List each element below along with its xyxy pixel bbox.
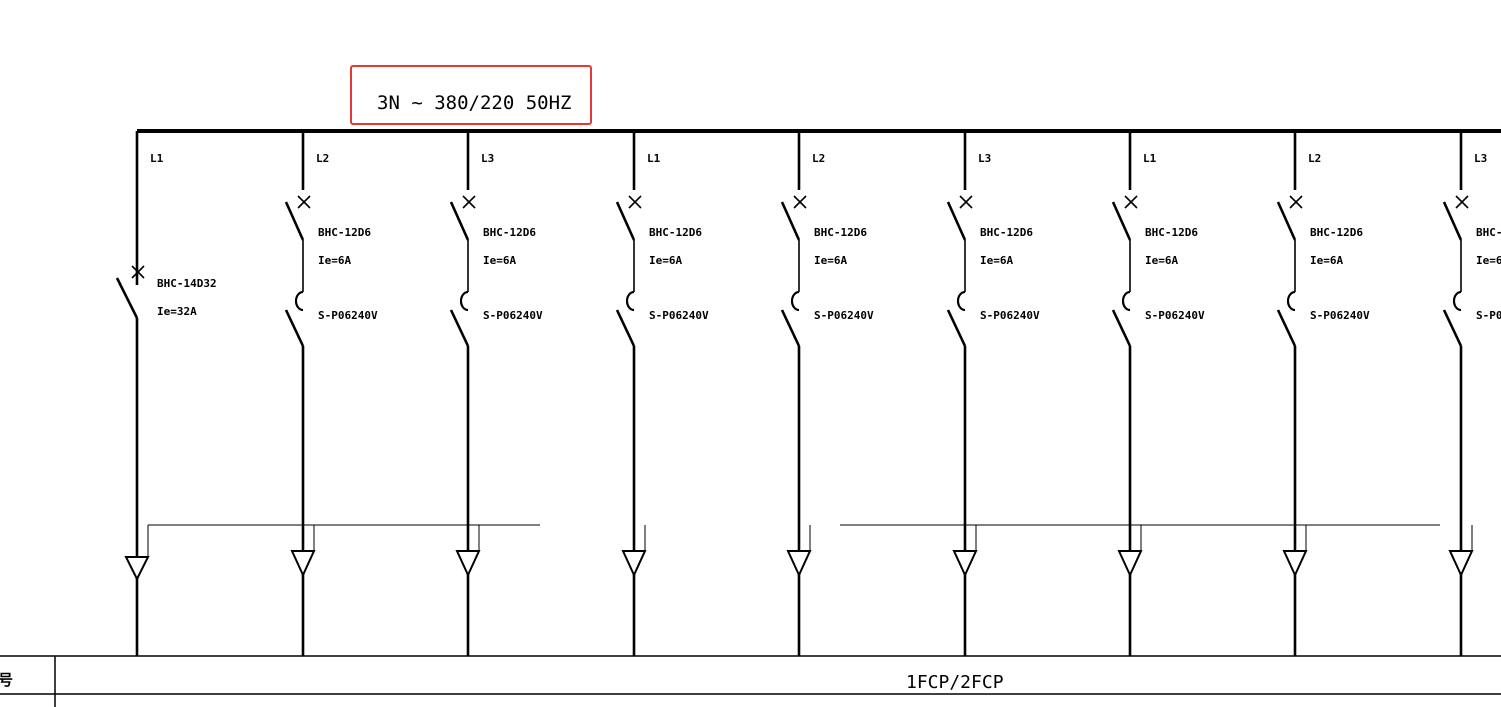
- branch-8-protector-model: S-P0: [1476, 309, 1501, 322]
- branch-2-phase-label: L3: [481, 152, 494, 165]
- branch-5-contact-x: [959, 195, 973, 209]
- branch-8-terminal-symbol: [1448, 550, 1474, 578]
- branch-8-protector-blade: [1442, 309, 1463, 347]
- branch-1-phase-label: L2: [316, 152, 329, 165]
- branch-4-protector-blade: [780, 309, 801, 347]
- branch-2-contact-x: [462, 195, 476, 209]
- branch-5-switch-blade: [946, 201, 967, 241]
- branch-8-contact-x: [1455, 195, 1469, 209]
- incoming-breaker-rating: Ie=32A: [157, 305, 197, 318]
- branch-4-protector-model: S-P06240V: [814, 309, 874, 322]
- branch-1-switch-blade: [284, 201, 305, 241]
- branch-2-protector-model: S-P06240V: [483, 309, 543, 322]
- branch-4-breaker-rating: Ie=6A: [814, 254, 847, 267]
- branch-4-phase-label: L2: [812, 152, 825, 165]
- branch-7-phase-label: L2: [1308, 152, 1321, 165]
- branch-2-breaker-model: BHC-12D6: [483, 226, 536, 239]
- branch-3-terminal-symbol: [621, 550, 647, 578]
- supply-label-box: [350, 65, 592, 125]
- branch-4-breaker-model: BHC-12D6: [814, 226, 867, 239]
- branch-6-phase-label: L1: [1143, 152, 1157, 165]
- branch-6-switch-blade: [1111, 201, 1132, 241]
- branch-5-protector-model: S-P06240V: [980, 309, 1040, 322]
- branch-8-phase-label: L3: [1474, 152, 1487, 165]
- branch-5-protector-blade: [946, 309, 967, 347]
- branch-7-protector-blade: [1276, 309, 1297, 347]
- branch-2-terminal-symbol: [455, 550, 481, 578]
- incoming-switch-blade: [115, 277, 139, 319]
- title-block-table: 号 1FCP/2FCP: [0, 655, 1501, 707]
- supply-voltage-label: 3N ~ 380/220 50HZ: [377, 92, 571, 114]
- table-row-label: 号: [0, 671, 13, 689]
- branch-4-terminal-symbol: [786, 550, 812, 578]
- incoming-phase-label: L1: [150, 152, 164, 165]
- branch-3-switch-blade: [615, 201, 636, 241]
- branch-6-terminal-symbol: [1117, 550, 1143, 578]
- branch-5-breaker-rating: Ie=6A: [980, 254, 1013, 267]
- branch-5-terminal-symbol: [952, 550, 978, 578]
- branch-6-contact-x: [1124, 195, 1138, 209]
- branch-6-protector-model: S-P06240V: [1145, 309, 1205, 322]
- branch-1-thermal-protector-icon: [294, 290, 304, 312]
- branch-5-phase-label: L3: [978, 152, 991, 165]
- branch-5-thermal-protector-icon: [956, 290, 966, 312]
- branch-3-contact-x: [628, 195, 642, 209]
- branch-7-protector-model: S-P06240V: [1310, 309, 1370, 322]
- branch-4-thermal-protector-icon: [790, 290, 800, 312]
- branch-2-switch-blade: [449, 201, 470, 241]
- branch-6-breaker-model: BHC-12D6: [1145, 226, 1198, 239]
- branch-3-thermal-protector-icon: [625, 290, 635, 312]
- branch-1-protector-model: S-P06240V: [318, 309, 378, 322]
- branch-3-breaker-model: BHC-12D6: [649, 226, 702, 239]
- branch-5-breaker-model: BHC-12D6: [980, 226, 1033, 239]
- branch-6-thermal-protector-icon: [1121, 290, 1131, 312]
- branch-8-breaker-rating: Ie=6A: [1476, 254, 1501, 267]
- branch-3-phase-label: L1: [647, 152, 661, 165]
- branch-2-thermal-protector-icon: [459, 290, 469, 312]
- branch-8-switch-blade: [1442, 201, 1463, 241]
- branch-6-breaker-rating: Ie=6A: [1145, 254, 1178, 267]
- branch-2-breaker-rating: Ie=6A: [483, 254, 516, 267]
- branch-1-protector-blade: [284, 309, 305, 347]
- branch-8-breaker-model: BHC-: [1476, 226, 1501, 239]
- branch-4-contact-x: [793, 195, 807, 209]
- branch-7-switch-blade: [1276, 201, 1297, 241]
- branch-8-thermal-protector-icon: [1452, 290, 1462, 312]
- branch-1-breaker-model: BHC-12D6: [318, 226, 371, 239]
- branch-3-protector-blade: [615, 309, 636, 347]
- branch-3-protector-model: S-P06240V: [649, 309, 709, 322]
- branch-7-terminal-symbol: [1282, 550, 1308, 578]
- branch-7-breaker-rating: Ie=6A: [1310, 254, 1343, 267]
- incoming-breaker-model: BHC-14D32: [157, 277, 217, 290]
- incoming-contact-x: [131, 265, 145, 279]
- branch-1-terminal-symbol: [290, 550, 316, 578]
- branch-7-breaker-model: BHC-12D6: [1310, 226, 1363, 239]
- branch-1-contact-x: [297, 195, 311, 209]
- incoming-terminal-symbol: [124, 556, 150, 582]
- branch-3-breaker-rating: Ie=6A: [649, 254, 682, 267]
- branch-2-protector-blade: [449, 309, 470, 347]
- branch-7-thermal-protector-icon: [1286, 290, 1296, 312]
- branch-6-protector-blade: [1111, 309, 1132, 347]
- branch-1-breaker-rating: Ie=6A: [318, 254, 351, 267]
- panel-id-label: 1FCP/2FCP: [906, 672, 1004, 693]
- incoming-feeder: L1 BHC-14D32 Ie=32A: [115, 131, 217, 656]
- branch-7-contact-x: [1289, 195, 1303, 209]
- branch-4-switch-blade: [780, 201, 801, 241]
